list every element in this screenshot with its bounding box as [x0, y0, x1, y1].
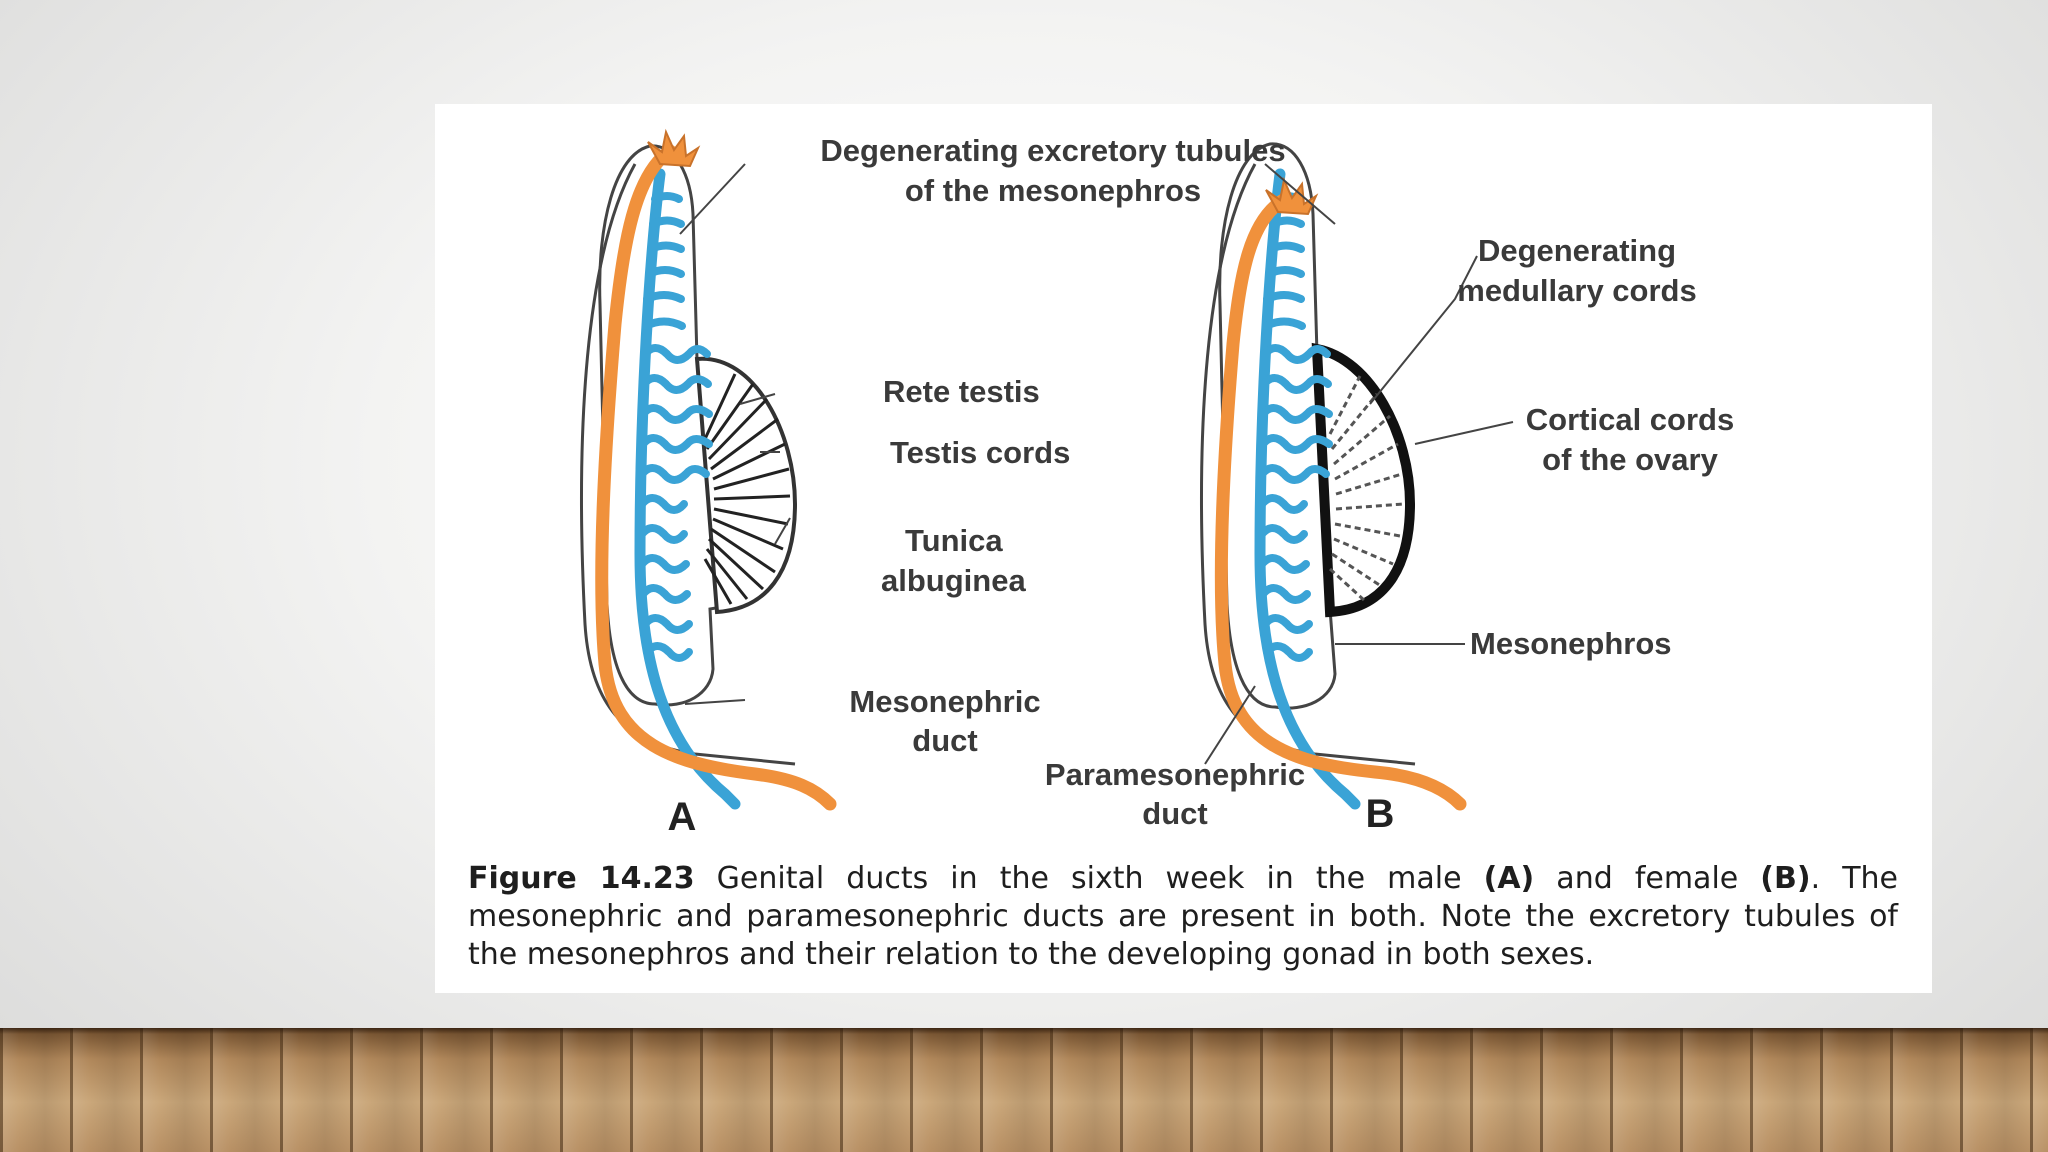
label-medullary-line2: medullary cords: [1457, 273, 1696, 308]
wooden-floor-background: [0, 1028, 2048, 1152]
label-mesonephric-duct-line1: Mesonephric: [849, 684, 1040, 719]
label-testis-cords: Testis cords: [890, 435, 1070, 470]
label-medullary-line1: Degenerating: [1478, 233, 1676, 268]
mesonephric-duct-a: [634, 168, 741, 810]
caption-male-mark: (A): [1483, 861, 1535, 896]
label-cortical-line1: Cortical cords: [1526, 402, 1734, 437]
fimbriae-a: [647, 128, 701, 168]
label-excretory-tubules-line2: of the mesonephros: [905, 173, 1201, 208]
panel-label-a: A: [668, 795, 697, 839]
label-tunica-line2: albuginea: [881, 563, 1026, 598]
leader-rete-testis: [739, 393, 776, 405]
leader-mesonephric-duct: [684, 699, 746, 705]
label-rete-testis: Rete testis: [883, 374, 1040, 409]
label-tunica-line1: Tunica: [905, 523, 1003, 558]
caption-female-mark: (B): [1760, 861, 1811, 896]
label-mesonephros: Mesonephros: [1470, 626, 1672, 661]
mesonephric-duct-b: [1254, 168, 1361, 810]
label-paramesonephric-duct-line2: duct: [1142, 796, 1207, 831]
leader-excretory-a: [679, 163, 746, 235]
leader-paramesonephric: [1204, 685, 1256, 765]
panel-a-male: [580, 128, 837, 811]
leader-excretory-b: [1264, 163, 1336, 225]
caption-text-2: and female: [1534, 861, 1761, 896]
leader-cortical: [1414, 421, 1514, 445]
leader-medullary: [1369, 255, 1478, 405]
label-paramesonephric-duct-line1: Paramesonephric: [1045, 757, 1305, 792]
figure-caption: Figure 14.23 Genital ducts in the sixth …: [468, 860, 1898, 974]
testis-cords: [703, 373, 791, 605]
genital-ducts-diagram: Degenerating excretory tubules of the me…: [580, 128, 1734, 839]
ovary-body: [1311, 342, 1416, 618]
panel-label-b: B: [1366, 792, 1395, 836]
paramesonephric-duct-b: [1214, 192, 1467, 811]
label-mesonephric-duct-line2: duct: [912, 723, 977, 758]
figure-card: Degenerating excretory tubules of the me…: [435, 104, 1932, 993]
leader-tunica: [774, 517, 791, 545]
paramesonephric-duct-a: [595, 144, 837, 811]
mesonephric-tubules-a: [638, 192, 713, 662]
panel-b-female: [1200, 142, 1514, 811]
caption-text-3: . The mesonephric and paramesonephric du…: [468, 861, 1898, 972]
caption-figure-number: Figure 14.23: [468, 861, 695, 896]
label-excretory-tubules-line1: Degenerating excretory tubules: [820, 133, 1285, 168]
caption-text-1: Genital ducts in the sixth week in the m…: [694, 861, 1484, 896]
label-cortical-line2: of the ovary: [1542, 442, 1718, 477]
cortical-cords: [1328, 375, 1404, 603]
